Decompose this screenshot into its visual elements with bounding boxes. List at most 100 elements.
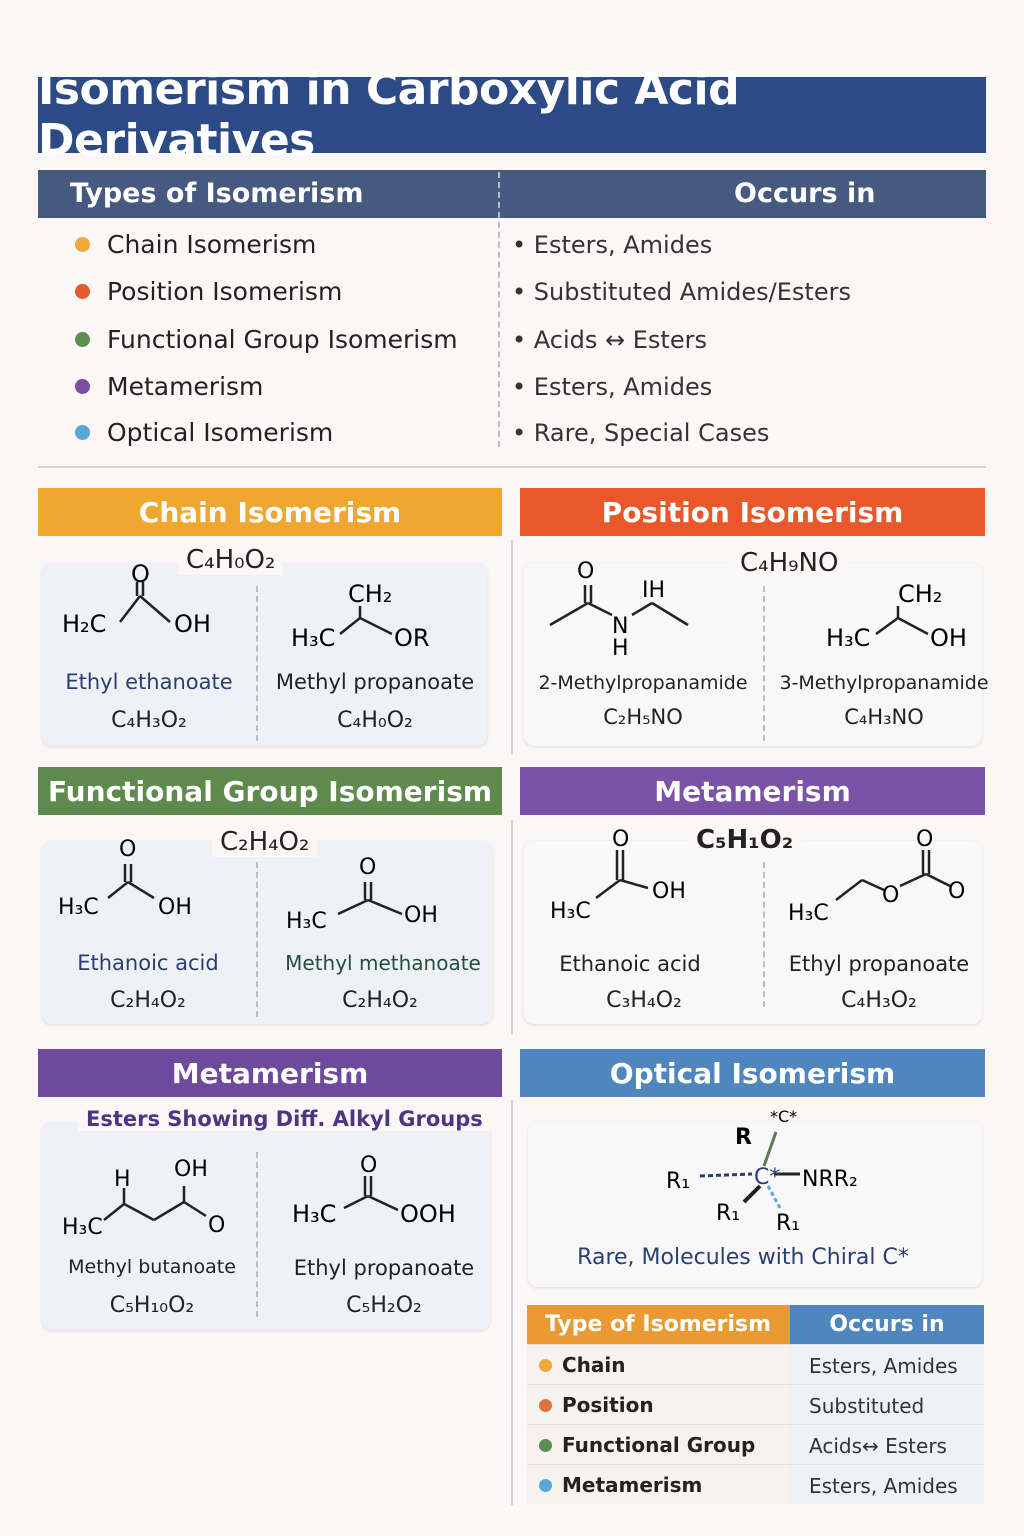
atom-label: O (359, 855, 376, 880)
compound-formula: C₄H₃O₂ (111, 708, 187, 733)
atom-label: OOH (400, 1200, 456, 1228)
types-row: Chain Isomerism • Esters, Amides (38, 222, 986, 268)
atom-label: CH₂ (898, 580, 942, 608)
compound-name: Ethanoic acid (559, 952, 701, 976)
compound-name: Ethyl propanoate (293, 1256, 475, 1280)
atom-label: OH (174, 1157, 208, 1182)
bullet-dot-icon (75, 332, 90, 347)
compound-name: Methyl butanoate (68, 1256, 236, 1278)
bullet-dot-icon (539, 1399, 552, 1412)
bullet-dot-icon (75, 425, 90, 440)
bullet-dot-icon (75, 284, 90, 299)
compound-name: Ethyl ethanoate (65, 670, 233, 694)
panel-chain (42, 563, 487, 746)
atom-label: O (577, 559, 594, 584)
compound-name: Methyl methanoate (285, 951, 481, 975)
types-row: Position Isomerism • Substituted Amides/… (38, 269, 986, 315)
panel-header-metamerism-esters: Metamerism (38, 1049, 502, 1097)
compound-name: 3-Methylpropanamide (779, 672, 989, 694)
occurs-col-header: Occurs in (734, 178, 876, 209)
atom-label: H₃C (788, 901, 829, 926)
atom-label: R (735, 1125, 752, 1150)
atom-label: NRR₂ (802, 1167, 858, 1192)
summary-occurs: Esters, Amides (809, 1354, 958, 1378)
panel-title: Chain Isomerism (138, 495, 402, 529)
panel-header-metamerism: Metamerism (520, 767, 985, 815)
structure-ethyl-propanoate: O H₃C OOH (292, 1153, 456, 1228)
summary-type: Chain (562, 1353, 626, 1377)
atom-label: O (131, 560, 150, 588)
atom-label: O (882, 883, 899, 908)
compound-name: 2-Methylpropanamide (538, 672, 748, 694)
panel-divider (256, 586, 258, 741)
atom-label: H₃C (62, 1215, 103, 1240)
panel-divider (256, 862, 258, 1017)
panel-divider (256, 1152, 258, 1317)
structure-methyl-butanoate: H OH H₃C O (62, 1157, 225, 1240)
type-occurs: • Esters, Amides (512, 231, 713, 259)
summary-occurs: Esters, Amides (809, 1474, 958, 1498)
atom-label: O (612, 827, 629, 852)
summary-row: Chain Esters, Amides (527, 1344, 984, 1384)
panel-divider (763, 862, 765, 1007)
atom-label: R₁ (776, 1211, 800, 1236)
column-divider (511, 1100, 513, 1505)
optical-caption: Rare, Molecules with Chiral C* (577, 1245, 909, 1270)
compound-formula: C₄H₀O₂ (337, 708, 413, 733)
atom-label: OH (652, 879, 686, 904)
summary-occurs: Acids↔ Esters (809, 1434, 947, 1458)
atom-label: OH (158, 895, 192, 920)
structure-ethyl-propanoate: O H₃C O O (788, 827, 965, 926)
atom-label: CH₂ (348, 580, 392, 608)
molecular-formula: C₅H₁O₂ (688, 825, 802, 855)
atom-label: O (916, 827, 933, 852)
atom-label: OR (394, 624, 430, 652)
structure-3-methylpropanamide: CH₂ H₃C OH (826, 580, 967, 652)
chiral-carbon-label: C* (754, 1165, 780, 1190)
summary-header-type: Type of Isomerism (527, 1305, 790, 1344)
summary-row: Position Substituted (527, 1384, 984, 1424)
atom-label: H₃C (291, 624, 335, 652)
type-occurs: • Substituted Amides/Esters (512, 278, 851, 306)
panel-metamerism (524, 841, 982, 1024)
summary-header-label: Occurs in (829, 1312, 945, 1337)
types-col-header: Types of Isomerism (70, 178, 364, 209)
type-label: Functional Group Isomerism (107, 325, 458, 354)
types-row: Metamerism • Esters, Amides (38, 364, 986, 410)
summary-row: Metamerism Esters, Amides (527, 1464, 984, 1504)
atom-label: H₃C (286, 909, 327, 934)
type-label: Metamerism (107, 372, 264, 401)
atom-label: O (119, 837, 136, 862)
panel-title: Position Isomerism (601, 495, 904, 529)
summary-header-label: Type of Isomerism (545, 1312, 772, 1337)
types-row: Optical Isomerism • Rare, Special Cases (38, 410, 986, 456)
molecular-formula: C₄H₉NO (732, 548, 847, 578)
panel-subtitle: Esters Showing Diff. Alkyl Groups (78, 1107, 491, 1131)
atom-label: R₁ (666, 1169, 690, 1194)
type-label: Position Isomerism (107, 277, 343, 306)
compound-formula: C₃H₄O₂ (606, 988, 682, 1013)
compound-name: Ethyl propanoate (788, 952, 970, 976)
atom-label: O (208, 1213, 225, 1238)
panel-title: Functional Group Isomerism (47, 774, 493, 808)
panel-divider (763, 586, 765, 741)
bullet-dot-icon (539, 1439, 552, 1452)
molecular-formula: C₂H₄O₂ (212, 827, 318, 857)
atom-label: *C* (770, 1107, 797, 1126)
type-occurs: • Acids ↔ Esters (512, 326, 707, 354)
types-table-header: Types of Isomerism Occurs in (38, 170, 986, 218)
compound-formula: C₂H₄O₂ (342, 988, 418, 1013)
panel-title: Metamerism (654, 774, 851, 808)
type-occurs: • Esters, Amides (512, 373, 713, 401)
type-label: Chain Isomerism (107, 230, 317, 259)
structure-ethanoic-acid: O H₃C OH (58, 837, 192, 920)
summary-header-occurs: Occurs in (790, 1305, 984, 1344)
compound-formula: C₄H₃NO (844, 705, 924, 729)
structure-methyl-methanoate: O H₃C OH (286, 855, 438, 934)
type-occurs: • Rare, Special Cases (512, 419, 770, 447)
summary-row: Functional Group Acids↔ Esters (527, 1424, 984, 1464)
atom-label: H₃C (292, 1200, 336, 1228)
structure-2-methylpropanamide: O IH N H (549, 559, 689, 661)
atom-label: H₃C (58, 895, 99, 920)
panel-header-functional: Functional Group Isomerism (38, 767, 502, 815)
